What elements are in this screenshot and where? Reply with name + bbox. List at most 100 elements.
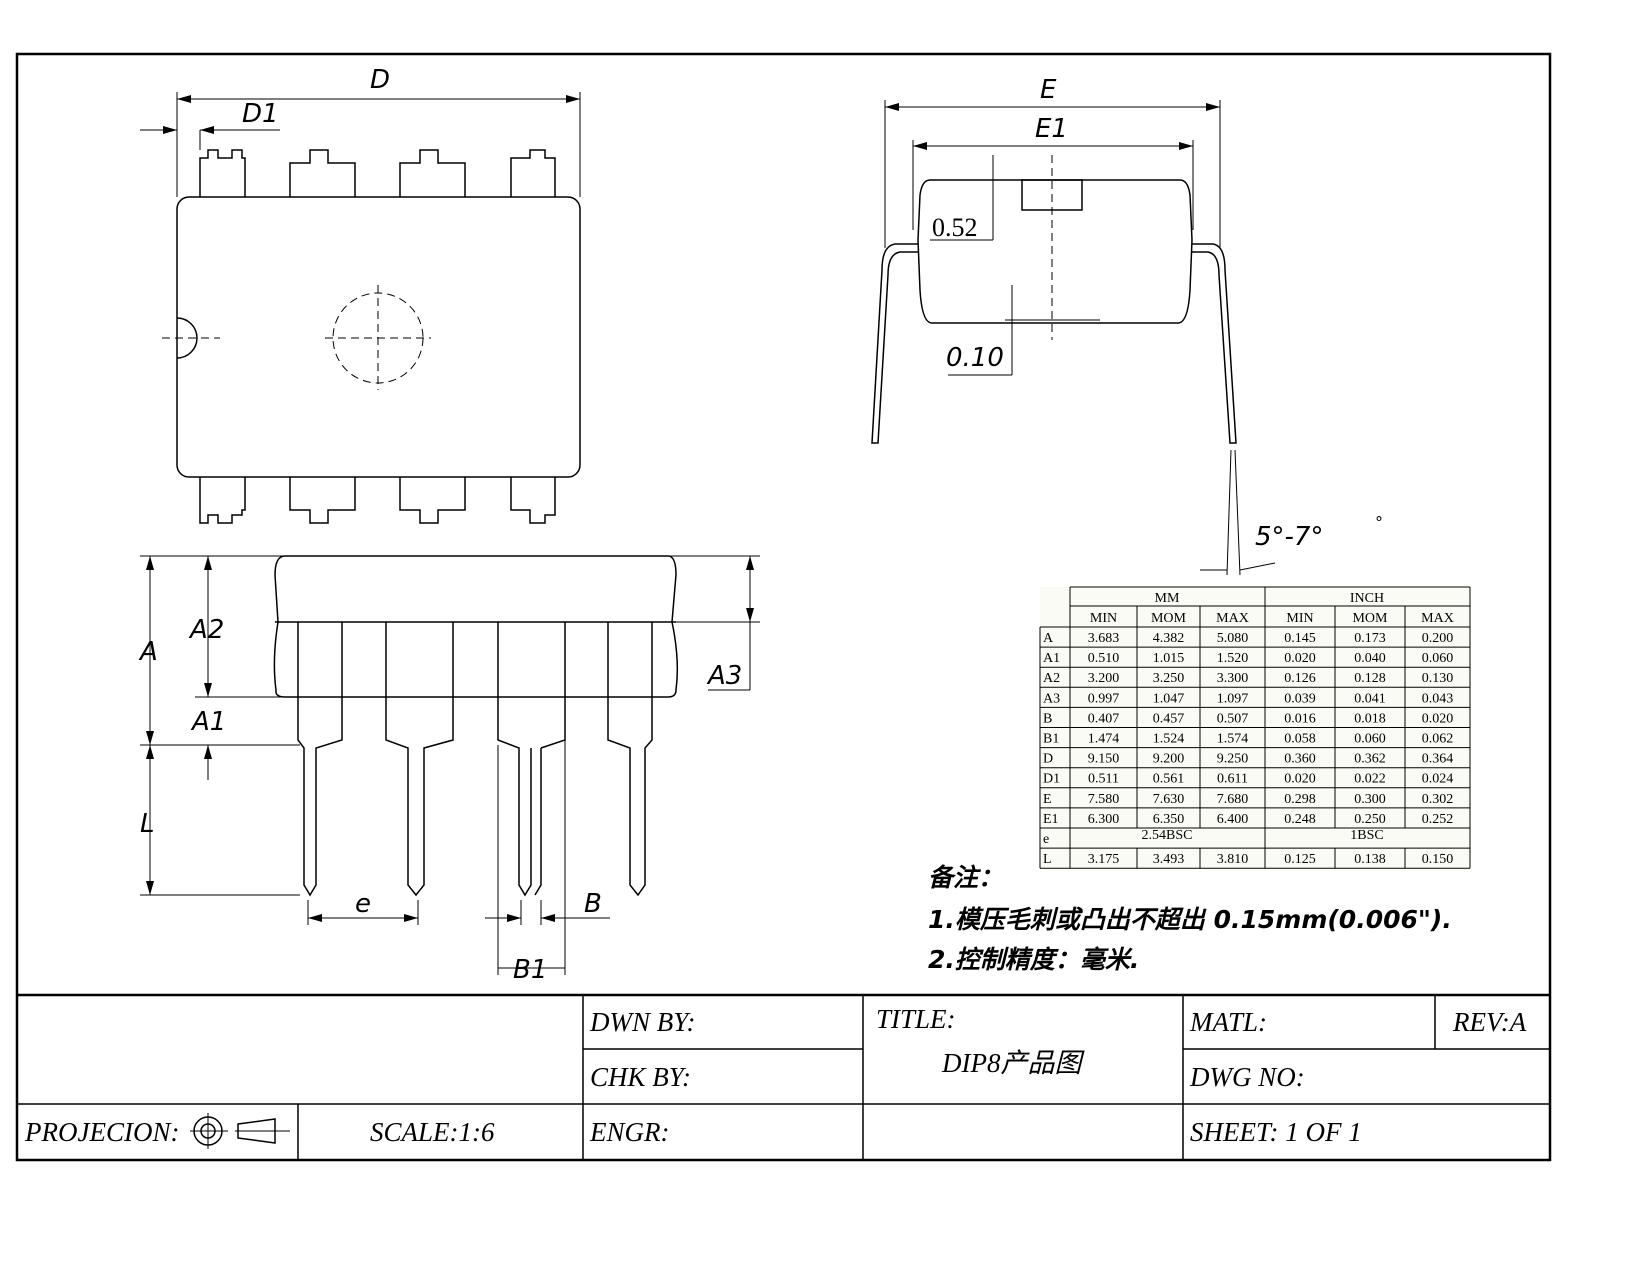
table-row-label: A2 xyxy=(1043,671,1060,686)
table-cell: 4.382 xyxy=(1153,631,1185,646)
table-row-label: A1 xyxy=(1043,651,1060,666)
dim-A3-label: A3 xyxy=(706,661,742,691)
dim-E-label: E xyxy=(1040,75,1057,105)
table-cell: 6.400 xyxy=(1217,812,1249,827)
table-cell: 0.130 xyxy=(1422,671,1454,686)
table-cell: 3.300 xyxy=(1217,671,1249,686)
table-cell: 0.252 xyxy=(1422,812,1454,827)
table-group-inch: INCH xyxy=(1350,591,1384,606)
angle-mark: ° xyxy=(1375,513,1383,532)
table-cell: 0.362 xyxy=(1354,752,1386,767)
drawing-title: DIP8产品图 xyxy=(941,1048,1085,1078)
table-cell: 0.611 xyxy=(1217,772,1248,787)
title-block: DWN BY: CHK BY: ENGR: TITLE: DIP8产品图 MAT… xyxy=(17,993,1550,1160)
table-cell: 0.302 xyxy=(1422,792,1454,807)
table-cell: 9.150 xyxy=(1088,752,1120,767)
table-cell: 0.043 xyxy=(1422,691,1454,706)
table-row-label: D1 xyxy=(1043,772,1060,787)
table-cell: 0.507 xyxy=(1217,711,1249,726)
table-subheader: MIN xyxy=(1286,611,1313,626)
table-cell: 0.016 xyxy=(1284,711,1316,726)
pin1-notch xyxy=(176,317,198,359)
table-group-mm: MM xyxy=(1155,591,1180,606)
notes-heading: 备注： xyxy=(928,863,1003,892)
dim-B1-label: B1 xyxy=(513,955,547,985)
table-row-label: B xyxy=(1043,711,1052,726)
table-cell: 0.126 xyxy=(1284,671,1316,686)
dim-D1-label: D1 xyxy=(242,99,279,129)
sheet-field: SHEET: 1 OF 1 xyxy=(1190,1117,1362,1147)
table-cell: 0.024 xyxy=(1422,772,1454,787)
table-cell: 0.561 xyxy=(1153,772,1185,787)
note-1: 1.模压毛刺或凸出不超出 0.15mm(0.006"). xyxy=(928,905,1452,934)
table-cell: 0.062 xyxy=(1422,732,1454,747)
table-cell: 0.058 xyxy=(1284,732,1316,747)
table-subheader: MOM xyxy=(1352,611,1388,626)
dwn-by-field: DWN BY: xyxy=(589,1007,696,1037)
package-body-side xyxy=(273,555,679,698)
table-subheader: MAX xyxy=(1421,611,1454,626)
table-cell: 0.041 xyxy=(1354,691,1386,706)
dim-E1-label: E1 xyxy=(1035,114,1068,144)
table-cell: 3.810 xyxy=(1217,852,1249,867)
top-pins xyxy=(199,149,556,524)
table-cell: 1.574 xyxy=(1217,732,1249,747)
projection-symbol-icon xyxy=(190,1113,290,1149)
table-row-label: B1 xyxy=(1043,732,1059,747)
table-cell: 1.474 xyxy=(1088,732,1120,747)
table-cell: 0.173 xyxy=(1354,631,1386,646)
table-cell: 7.580 xyxy=(1088,792,1120,807)
dim-A1-label: A1 xyxy=(190,707,226,737)
table-cell: 0.138 xyxy=(1354,852,1386,867)
dim-A2-label: A2 xyxy=(188,615,224,645)
table-cell: 0.300 xyxy=(1354,792,1386,807)
table-cell: 6.350 xyxy=(1153,812,1185,827)
table-row-label: E xyxy=(1043,792,1052,807)
dim-top-gap-label: 0.52 xyxy=(932,213,978,242)
table-cell: 0.039 xyxy=(1284,691,1316,706)
table-cell: 1.097 xyxy=(1217,691,1249,706)
dim-A-label: A xyxy=(138,637,158,667)
table-cell-merged: 1BSC xyxy=(1350,828,1383,843)
table-cell: 0.248 xyxy=(1284,812,1316,827)
sheet-border xyxy=(15,52,1552,1162)
rev-field: REV:A xyxy=(1452,1007,1527,1037)
table-row-label: L xyxy=(1043,852,1052,867)
table-cell: 0.128 xyxy=(1354,671,1386,686)
table-subheader: MOM xyxy=(1151,611,1187,626)
table-cell: 0.125 xyxy=(1284,852,1316,867)
table-cell: 0.250 xyxy=(1354,812,1386,827)
scale-field: SCALE:1:6 xyxy=(370,1117,495,1147)
table-cell: 3.493 xyxy=(1153,852,1185,867)
table-cell: 0.457 xyxy=(1153,711,1185,726)
note-2: 2.控制精度：毫米. xyxy=(928,945,1139,974)
table-cell: 0.150 xyxy=(1422,852,1454,867)
table-cell: 7.680 xyxy=(1217,792,1249,807)
table-cell: 5.080 xyxy=(1217,631,1249,646)
matl-field: MATL: xyxy=(1189,1007,1267,1037)
table-cell: 0.511 xyxy=(1088,772,1119,787)
table-subheader: MAX xyxy=(1216,611,1249,626)
title-label: TITLE: xyxy=(876,1004,956,1034)
dim-B-label: B xyxy=(584,889,602,919)
table-cell: 3.250 xyxy=(1153,671,1185,686)
engr-field: ENGR: xyxy=(589,1117,669,1147)
table-row-label: E1 xyxy=(1043,812,1059,827)
table-row-label: e xyxy=(1043,832,1049,847)
dim-D-label: D xyxy=(370,65,390,95)
table-subheader: MIN xyxy=(1090,611,1117,626)
side-leads xyxy=(297,622,653,897)
side-view: A A2 A1 L A3 e B B1 xyxy=(138,555,760,985)
table-cell: 0.407 xyxy=(1088,711,1120,726)
chk-by-field: CHK BY: xyxy=(590,1062,691,1092)
table-cell: 0.020 xyxy=(1284,651,1316,666)
top-view: D D1 xyxy=(140,65,581,524)
table-cell: 3.200 xyxy=(1088,671,1120,686)
table-cell: 9.250 xyxy=(1217,752,1249,767)
table-cell: 1.520 xyxy=(1217,651,1249,666)
table-row-label: D xyxy=(1043,752,1053,767)
dim-angle-label: 5°-7° xyxy=(1255,522,1323,552)
table-cell: 7.630 xyxy=(1153,792,1185,807)
